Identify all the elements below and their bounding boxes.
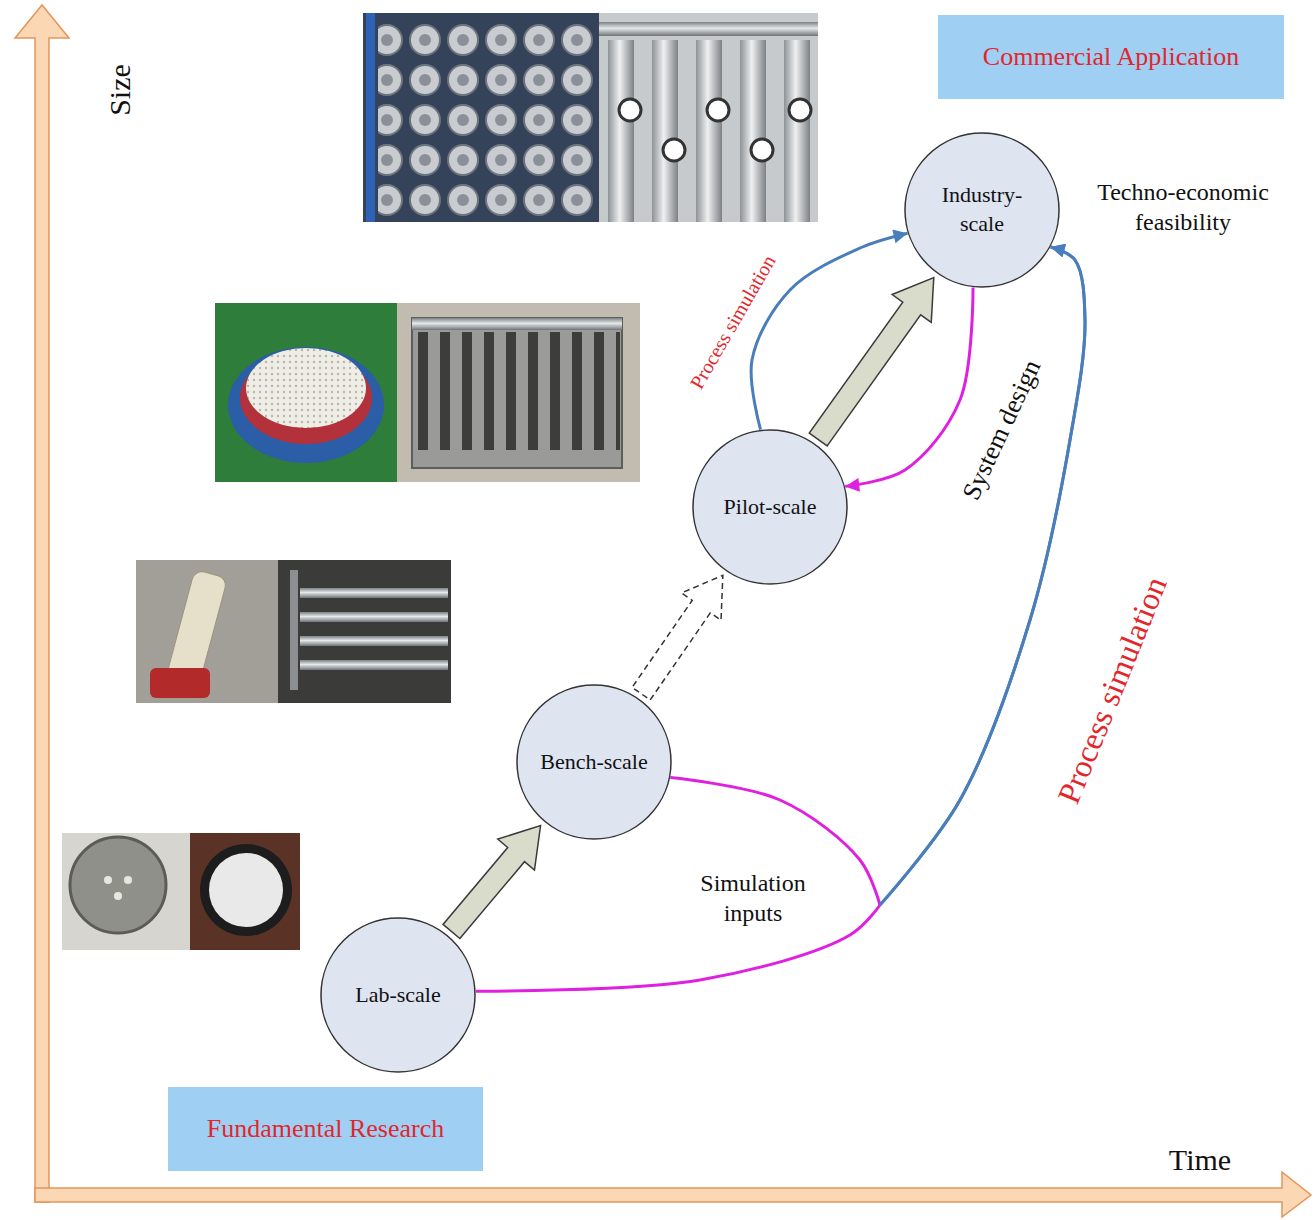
scale-up-arrow bbox=[632, 575, 723, 700]
scale-label: Bench-scale bbox=[540, 748, 648, 777]
steel-plant-photo bbox=[599, 13, 818, 222]
stack-bar bbox=[412, 318, 622, 330]
circle-shape bbox=[905, 133, 1059, 287]
plate-stack-photo bbox=[397, 303, 640, 482]
circle-shape bbox=[693, 430, 847, 584]
scale-up-arrow bbox=[443, 826, 541, 939]
flow-connector bbox=[845, 287, 973, 486]
scale-label: Industry-scale bbox=[923, 181, 1041, 238]
rig-frame bbox=[290, 570, 298, 690]
tube-rig-photo bbox=[278, 560, 451, 703]
fibre-module-photo bbox=[215, 303, 397, 482]
pressure-gauge bbox=[789, 99, 811, 121]
annotation-text: Techno-economic feasibility bbox=[1063, 177, 1303, 237]
rig-tube bbox=[300, 660, 448, 670]
tube-module-photo bbox=[136, 560, 278, 703]
ceramic-tube bbox=[166, 569, 227, 684]
scale-circle: Pilot-scale bbox=[692, 429, 848, 585]
stage-banner: Commercial Application bbox=[938, 15, 1284, 99]
plate-slots bbox=[414, 332, 620, 450]
steel-pipes bbox=[600, 40, 818, 222]
header-pipe bbox=[599, 22, 818, 36]
cell-port bbox=[124, 876, 132, 884]
block-arrow bbox=[632, 575, 723, 700]
circle-outline bbox=[904, 132, 1060, 288]
connector-label: System design bbox=[955, 355, 1048, 506]
cell-port bbox=[114, 892, 122, 900]
size-axis bbox=[15, 5, 69, 1202]
connector-line bbox=[880, 247, 1085, 905]
disc-ring bbox=[200, 844, 292, 936]
cell-port bbox=[104, 876, 112, 884]
connector-line bbox=[880, 247, 1085, 905]
cell-photo bbox=[62, 833, 190, 950]
block-arrow bbox=[443, 826, 541, 939]
circle-shape bbox=[321, 918, 475, 1072]
time-axis bbox=[35, 1172, 1311, 1217]
rig-tube bbox=[300, 636, 448, 646]
scale-circle: Lab-scale bbox=[320, 917, 476, 1073]
scale-label: Pilot-scale bbox=[724, 493, 817, 522]
connector-line bbox=[476, 905, 880, 991]
stage-banner: Fundamental Research bbox=[168, 1087, 483, 1171]
scale-label: Lab-scale bbox=[355, 981, 441, 1010]
connector-label: Process simulation bbox=[1048, 571, 1175, 809]
flow-connector bbox=[476, 247, 1085, 991]
scale-up-arrow bbox=[809, 278, 934, 446]
connector-line bbox=[845, 287, 973, 486]
tube-fitting bbox=[150, 668, 210, 698]
pressure-gauge bbox=[707, 99, 729, 121]
cell-body bbox=[70, 837, 166, 933]
connector-label: Simulation inputs bbox=[678, 868, 828, 928]
pressure-gauge bbox=[619, 99, 641, 121]
block-arrow bbox=[809, 278, 934, 446]
flow-connector bbox=[670, 247, 1085, 905]
scale-circle: Industry-scale bbox=[904, 132, 1060, 288]
plate-stack bbox=[412, 318, 622, 468]
module-flange bbox=[228, 347, 384, 463]
pressure-gauge bbox=[751, 139, 773, 161]
scale-circle: Bench-scale bbox=[516, 684, 672, 840]
membrane-rack-photo bbox=[363, 13, 599, 222]
rig-tube bbox=[300, 588, 448, 598]
axis-label: Time bbox=[1169, 1141, 1231, 1179]
rig-tube bbox=[300, 612, 448, 622]
pressure-gauge bbox=[663, 139, 685, 161]
blue-pipe bbox=[366, 13, 375, 222]
axis-label: Size bbox=[101, 64, 139, 116]
membrane-disc bbox=[209, 853, 283, 927]
disc-photo bbox=[190, 833, 300, 950]
banner-label: Commercial Application bbox=[983, 40, 1239, 74]
fibre-bundle bbox=[246, 348, 366, 428]
circle-shape bbox=[517, 685, 671, 839]
membrane-tube-ends bbox=[378, 20, 594, 220]
banner-label: Fundamental Research bbox=[207, 1112, 445, 1146]
